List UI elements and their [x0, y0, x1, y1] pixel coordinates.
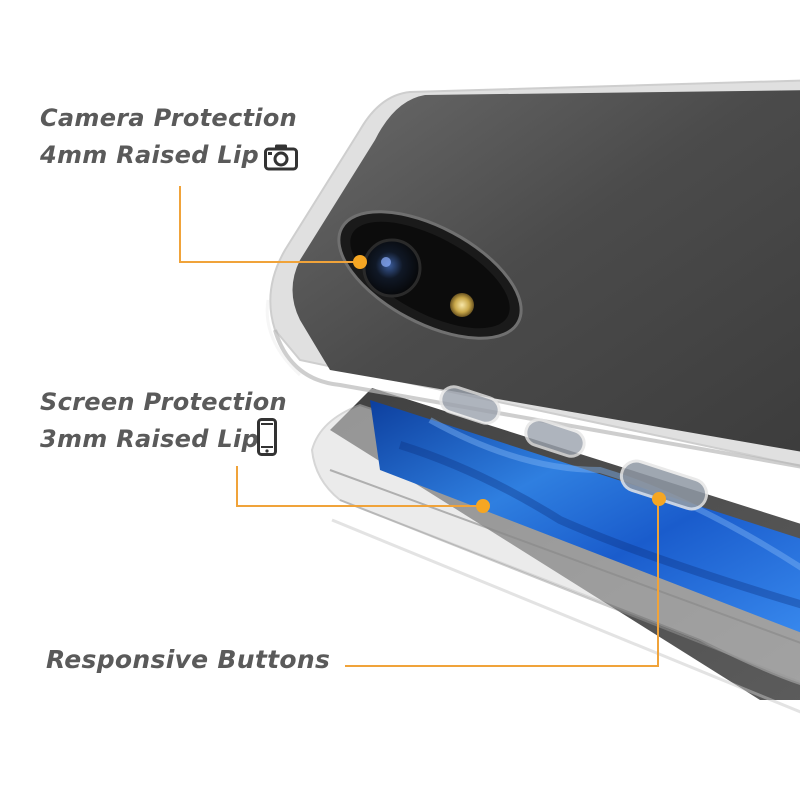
camera-module [337, 210, 523, 340]
phone-icon [257, 418, 277, 456]
phone-front-lower [310, 388, 800, 714]
camera-flash [450, 293, 474, 317]
phone-back-upper [265, 79, 800, 511]
screen-raised-lip-label: 3mm Raised Lip [40, 425, 259, 453]
camera-callout-dot [353, 255, 367, 269]
button-cutouts [439, 385, 709, 511]
callout-lines [179, 186, 659, 667]
camera-lens [362, 238, 422, 298]
camera-callout-line [179, 186, 358, 263]
camera-protection-label: Camera Protection [40, 104, 298, 132]
buttons-callout-dot [652, 492, 666, 506]
screen [370, 400, 800, 633]
callout-dots [353, 255, 666, 513]
responsive-buttons-label: Responsive Buttons [46, 645, 331, 674]
screen-callout-dot [476, 499, 490, 513]
screen-protection-label: Screen Protection [40, 388, 287, 416]
screen-callout-line [236, 466, 480, 507]
camera-raised-lip-label: 4mm Raised Lip [40, 141, 259, 169]
camera-icon [264, 144, 298, 171]
buttons-callout-line [345, 500, 659, 667]
